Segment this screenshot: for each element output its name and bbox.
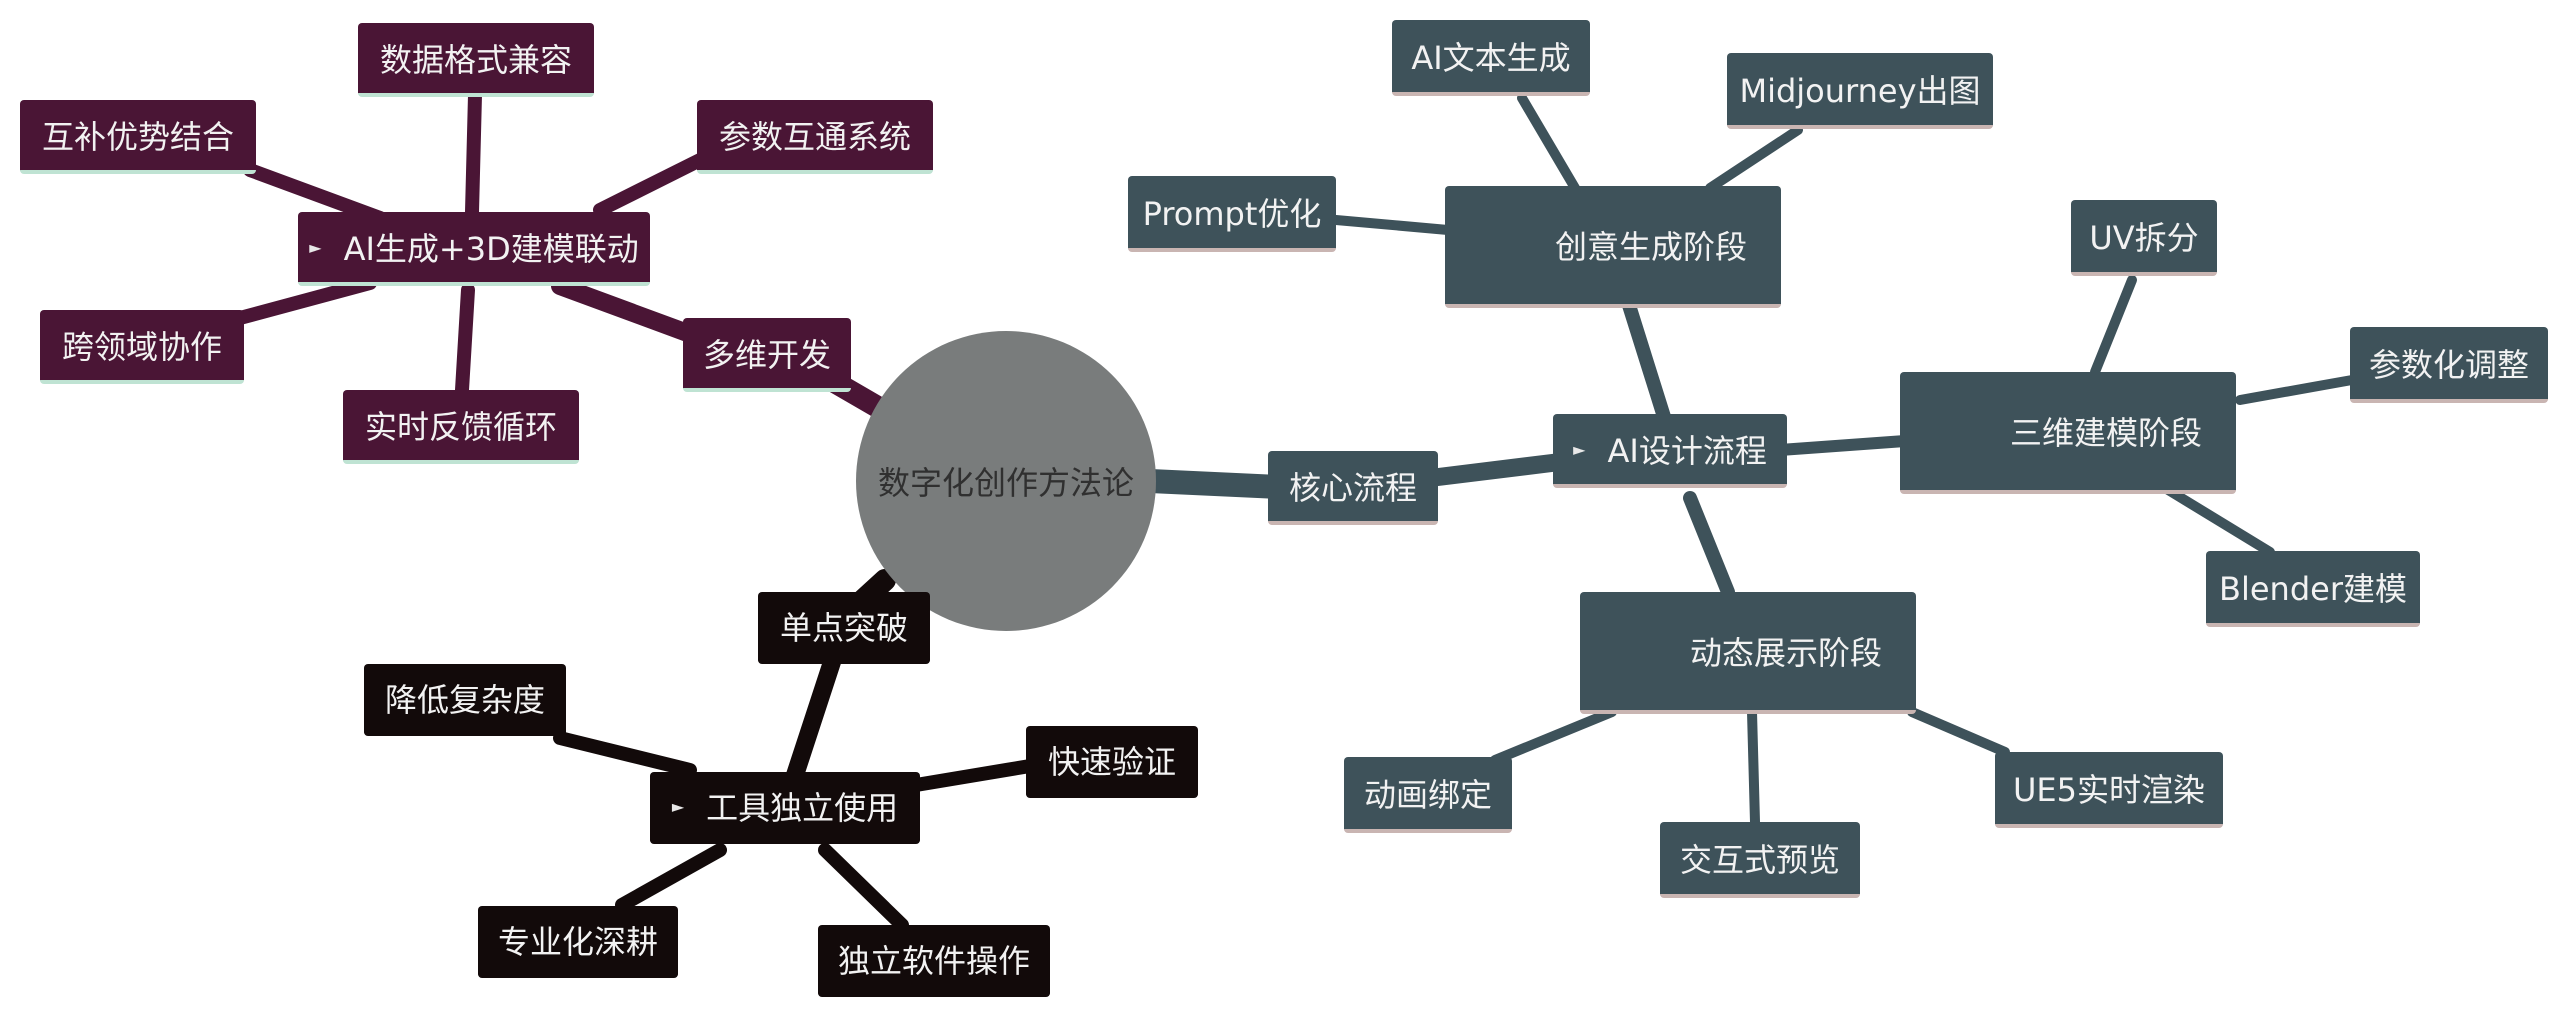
node-ue5-render-label: UE5实时渲染 [2012, 771, 2205, 809]
node-uv-unwrap[interactable]: UV拆分 [2071, 200, 2217, 276]
node-blender-label: Blender建模 [2219, 570, 2407, 608]
node-single-breakthrough[interactable]: 单点突破 [758, 592, 930, 664]
node-ai-text-gen-label: AI文本生成 [1411, 39, 1571, 77]
node-stage-showcase[interactable]: 动态展示阶段 [1580, 592, 1916, 714]
node-prompt-opt[interactable]: Prompt优化 [1128, 176, 1336, 252]
node-complement[interactable]: 互补优势结合 [20, 100, 256, 174]
link-tools-software [818, 843, 909, 932]
link-stage2 [1774, 435, 1911, 456]
node-blender[interactable]: Blender建模 [2206, 551, 2420, 627]
node-param-system-label: 参数互通系统 [718, 118, 911, 156]
link-s1-prompt [1331, 215, 1453, 235]
node-ai-design-flow[interactable]: ► AI设计流程 [1553, 414, 1787, 488]
node-ai-text-gen[interactable]: AI文本生成 [1392, 20, 1590, 96]
link-core-center [1138, 469, 1292, 499]
link-s1-text [1517, 93, 1580, 193]
expand-triangle-icon[interactable]: ► [1573, 439, 1586, 459]
node-data-format-label: 数据格式兼容 [379, 41, 572, 79]
link-s2-param [2235, 375, 2357, 405]
expand-triangle-icon[interactable]: ► [309, 237, 322, 257]
link-s3-ue5 [1907, 707, 2010, 757]
node-interactive-preview-label: 交互式预览 [1679, 841, 1840, 879]
node-ue5-render[interactable]: UE5实时渲染 [1995, 752, 2223, 828]
link-s2-uv [2090, 275, 2137, 377]
node-complement-label: 互补优势结合 [41, 118, 234, 156]
node-standalone-software-label: 独立软件操作 [837, 942, 1030, 980]
node-specialization[interactable]: 专业化深耕 [478, 906, 678, 978]
link-tools-reduce [553, 731, 697, 777]
link-s1-mj [1705, 125, 1803, 193]
node-data-format[interactable]: 数据格式兼容 [358, 23, 594, 97]
node-param-adjust-label: 参数化调整 [2368, 346, 2529, 384]
node-single-breakthrough-label: 单点突破 [779, 609, 908, 647]
link-s3-anim [1490, 707, 1617, 765]
link-tools-hub [786, 653, 841, 784]
central-topic-label: 数字化创作方法论 [877, 464, 1134, 502]
link-s3-preview [1747, 707, 1760, 827]
node-core-flow-label: 核心流程 [1288, 469, 1417, 507]
node-realtime-feedback[interactable]: 实时反馈循环 [343, 390, 579, 464]
node-multidim-dev-label: 多维开发 [702, 336, 831, 374]
central-topic[interactable]: 数字化创作方法论 [856, 331, 1156, 631]
link-tools-special [615, 843, 727, 912]
node-uv-unwrap-label: UV拆分 [2089, 219, 2199, 257]
node-realtime-feedback-label: 实时反馈循环 [364, 408, 557, 446]
node-prompt-opt-label: Prompt优化 [1142, 195, 1322, 233]
node-cross-domain-label: 跨领域协作 [61, 328, 222, 366]
node-reduce-complexity[interactable]: 降低复杂度 [364, 664, 566, 736]
node-midjourney-label: Midjourney出图 [1739, 72, 1981, 110]
link-core-hub [1421, 453, 1569, 487]
node-cross-domain[interactable]: 跨领域协作 [40, 310, 244, 384]
node-param-system[interactable]: 参数互通系统 [697, 100, 933, 174]
node-stage-showcase-label: 动态展示阶段 [1689, 634, 1882, 672]
link-stage3 [1683, 491, 1735, 599]
node-reduce-complexity-label: 降低复杂度 [384, 681, 545, 719]
link-s2-blender [2160, 483, 2275, 557]
node-param-adjust[interactable]: 参数化调整 [2350, 327, 2548, 403]
link-stage1 [1621, 295, 1672, 427]
node-stage-creative[interactable]: 创意生成阶段 [1445, 186, 1781, 308]
link-tools-verify [903, 759, 1037, 793]
expand-triangle-icon[interactable]: ► [671, 796, 685, 816]
node-fast-verify[interactable]: 快速验证 [1026, 726, 1198, 798]
node-tools-hub-label: 工具独立使用 [706, 789, 899, 827]
node-ai3d-hub-label: AI生成+3D建模联动 [343, 230, 639, 268]
node-specialization-label: 专业化深耕 [497, 923, 658, 961]
node-interactive-preview[interactable]: 交互式预览 [1660, 822, 1860, 898]
node-standalone-software[interactable]: 独立软件操作 [818, 925, 1050, 997]
node-stage-modeling[interactable]: 三维建模阶段 [1900, 372, 2236, 494]
node-stage-modeling-label: 三维建模阶段 [2009, 414, 2202, 452]
link-ai3d-cross [233, 276, 377, 325]
link-ai3d-complement [243, 163, 387, 225]
node-core-flow[interactable]: 核心流程 [1268, 451, 1438, 525]
node-stage-creative-label: 创意生成阶段 [1554, 228, 1747, 266]
link-ai3d-data [465, 88, 482, 219]
node-midjourney[interactable]: Midjourney出图 [1727, 53, 1993, 129]
node-animation-rig[interactable]: 动画绑定 [1344, 757, 1512, 833]
node-multidim-dev[interactable]: 多维开发 [683, 318, 851, 392]
node-ai3d-hub[interactable]: ► AI生成+3D建模联动 [298, 212, 650, 286]
node-animation-rig-label: 动画绑定 [1363, 776, 1492, 814]
node-fast-verify-label: 快速验证 [1047, 743, 1176, 781]
link-ai3d-realtime [455, 283, 475, 397]
node-tools-hub[interactable]: ► 工具独立使用 [650, 772, 920, 844]
link-ai3d-param [593, 153, 707, 217]
node-ai-design-flow-label: AI设计流程 [1607, 432, 1767, 470]
